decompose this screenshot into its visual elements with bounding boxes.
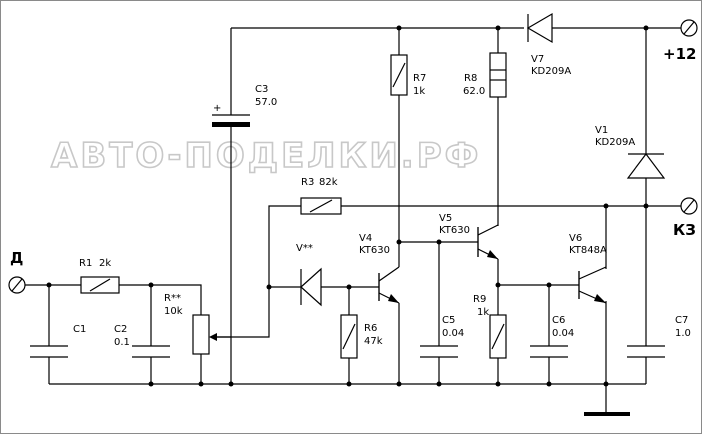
v1-label: V1 <box>595 125 608 136</box>
terminal-plus12 <box>680 19 698 37</box>
c5-label: C5 <box>442 315 455 326</box>
c5-value: 0.04 <box>442 328 464 339</box>
r9-label: R9 <box>473 294 486 305</box>
c2-value: 0.1 <box>114 337 130 348</box>
transistor-v4 <box>378 242 400 304</box>
c1-label: C1 <box>73 324 86 335</box>
capacitor-c2 <box>132 345 170 358</box>
r3-value: 82k <box>319 177 338 188</box>
terminal-plus12-label: +12 <box>663 45 696 63</box>
c6-label: C6 <box>552 315 565 326</box>
transistor-v6 <box>578 266 607 304</box>
resistor-r1 <box>80 276 120 294</box>
resistor-r6 <box>340 314 358 359</box>
diode-v7 <box>526 12 553 44</box>
terminal-input-label: Д <box>10 249 23 267</box>
r6-value: 47k <box>364 336 383 347</box>
v1-value: KD209A <box>595 137 635 148</box>
resistor-r9 <box>489 314 507 359</box>
v5-label: V5 <box>439 213 452 224</box>
v7-label: V7 <box>531 54 544 65</box>
resistor-r7 <box>390 54 408 96</box>
terminal-kz <box>680 197 698 215</box>
v5-value: KT630 <box>439 225 470 236</box>
capacitor-c5 <box>420 345 458 358</box>
r6-label: R6 <box>364 323 377 334</box>
junction-dots <box>46 25 649 387</box>
c3-label: C3 <box>255 84 268 95</box>
diode-v-star <box>300 267 322 307</box>
c7-label: C7 <box>675 315 688 326</box>
v6-label: V6 <box>569 233 582 244</box>
v7-value: KD209A <box>531 66 571 77</box>
v4-value: KT630 <box>359 245 390 256</box>
r8-label: R8 <box>464 73 477 84</box>
c3-polarity: + <box>213 103 221 114</box>
v4-label: V4 <box>359 233 372 244</box>
r7-value: 1k <box>413 86 425 97</box>
v-star-label: V** <box>296 243 313 254</box>
c3-value: 57.0 <box>255 97 277 108</box>
v6-value: KT848A <box>569 245 607 256</box>
c6-value: 0.04 <box>552 328 574 339</box>
r9-value: 1k <box>477 307 489 318</box>
terminal-input <box>8 276 26 294</box>
r8-value: 62.0 <box>463 86 485 97</box>
wires <box>25 27 681 412</box>
capacitor-c7 <box>627 345 665 358</box>
capacitor-c3 <box>212 114 250 127</box>
c2-label: C2 <box>114 324 127 335</box>
transistor-v5 <box>477 224 499 260</box>
watermark-text: АВТО-ПОДЕЛКИ.РФ <box>51 136 481 176</box>
r1-value: 2k <box>99 258 111 269</box>
resistor-r3 <box>300 197 342 215</box>
r-star-label: R** <box>164 293 181 304</box>
terminal-kz-label: КЗ <box>673 221 696 239</box>
r-star-value: 10k <box>164 306 183 317</box>
capacitor-c1 <box>30 345 68 358</box>
c7-value: 1.0 <box>675 328 691 339</box>
r1-label: R1 <box>79 258 92 269</box>
diode-v1 <box>626 153 666 179</box>
r3-label: R3 <box>301 177 314 188</box>
r7-label: R7 <box>413 73 426 84</box>
capacitor-c6 <box>530 345 568 358</box>
ground-symbol <box>584 412 630 416</box>
resistor-r8 <box>489 52 507 98</box>
potentiometer-r-star <box>192 314 231 355</box>
